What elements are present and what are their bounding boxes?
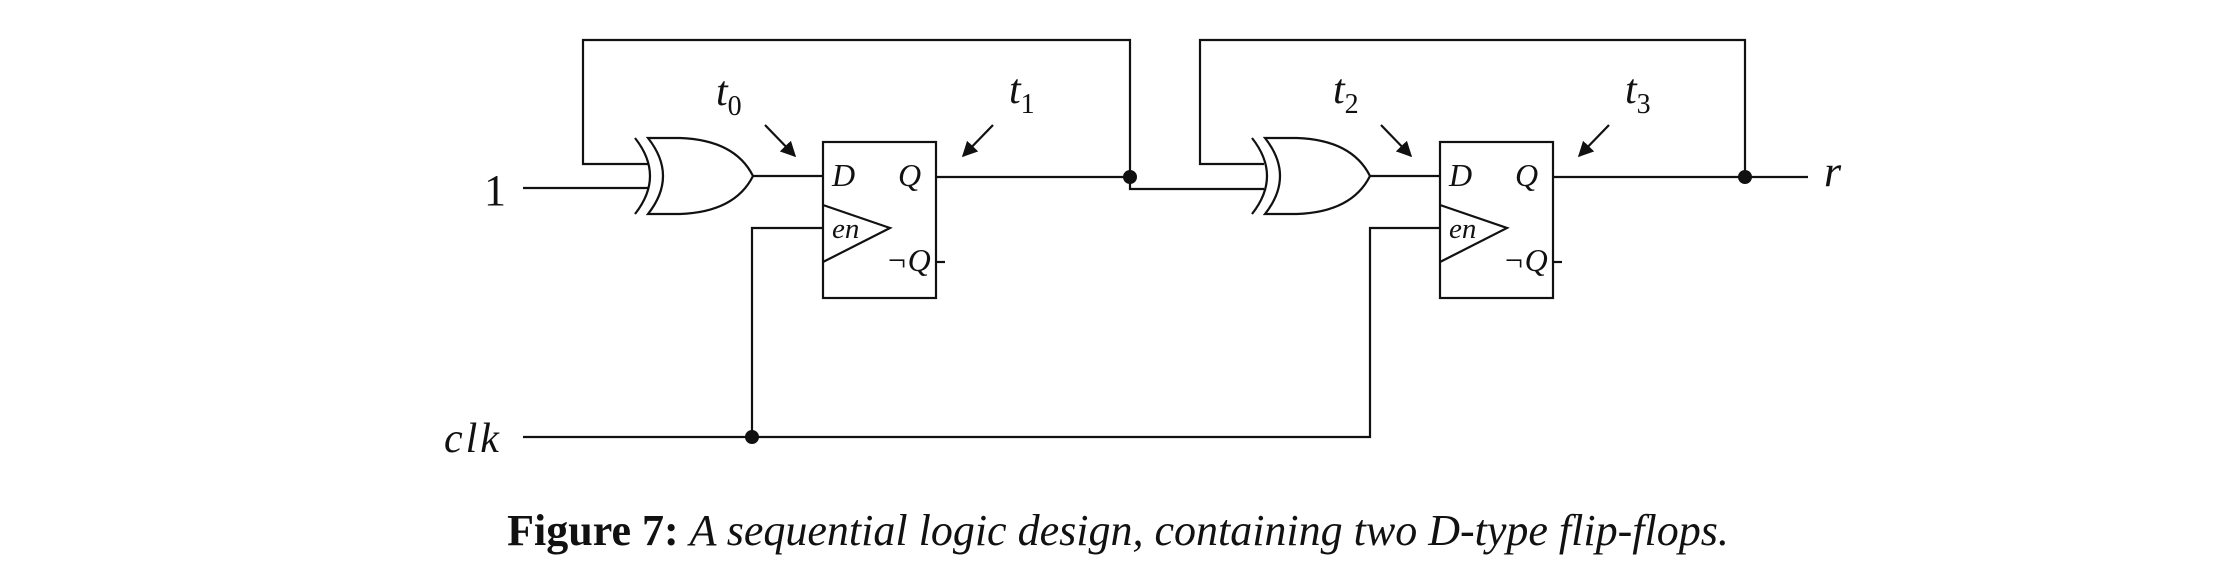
wire-node-to-xor2 [1128, 177, 1264, 191]
wire-feedback-2 [1198, 38, 1747, 177]
tap-label-t2: t2 [1333, 67, 1359, 120]
wire-clk-en1 [750, 226, 823, 437]
sequential-logic-diagram: D Q en ¬Q D Q en ¬Q 1 clk r t0 t1 t2 t3 [444, 38, 1842, 462]
tap-label-t3: t3 [1625, 67, 1651, 120]
xor-gate-2 [1251, 136, 1372, 216]
output-r-label: r [1824, 147, 1842, 196]
tap-arrow-t2 [1380, 124, 1413, 158]
ff2-nq-label: ¬Q [1503, 242, 1548, 278]
d-flip-flop-2: D Q en ¬Q [1438, 140, 1555, 300]
wire-clk [523, 226, 1440, 439]
input-one-label: 1 [484, 166, 506, 215]
junction-dot-q2 [1738, 170, 1752, 184]
figure-caption: Figure 7: A sequential logic design, con… [0, 505, 2236, 556]
junction-dot-q1 [1123, 170, 1137, 184]
xor-gate-1 [634, 136, 755, 216]
junction-dot-clk [745, 430, 759, 444]
ff2-en-label: en [1449, 213, 1476, 245]
tap-arrow-t0 [764, 124, 797, 158]
input-clk-label: clk [444, 416, 502, 462]
ff2-d-label: D [1448, 157, 1472, 193]
wire-feedback-1 [581, 38, 1132, 177]
ff1-q-label: Q [898, 157, 921, 193]
ff1-d-label: D [831, 157, 855, 193]
caption-label: Figure 7: [507, 506, 679, 555]
ff1-en-label: en [832, 213, 859, 245]
clock-triangle-2 [1439, 203, 1510, 263]
wires [523, 38, 1808, 439]
ff1-nq-label: ¬Q [886, 242, 931, 278]
ff2-q-label: Q [1515, 157, 1538, 193]
caption-text: A sequential logic design, containing tw… [689, 506, 1729, 555]
clock-triangle-1 [822, 203, 893, 263]
d-flip-flop-1: D Q en ¬Q [821, 140, 938, 300]
tap-label-t1: t1 [1009, 67, 1035, 120]
tap-arrow-t3 [1577, 124, 1610, 158]
tap-arrow-t1 [961, 124, 994, 158]
tap-label-t0: t0 [716, 69, 742, 122]
